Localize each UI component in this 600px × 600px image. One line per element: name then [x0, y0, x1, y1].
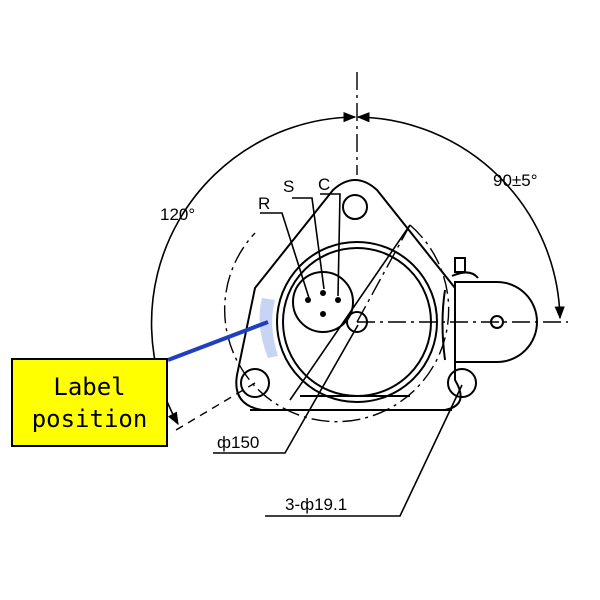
label-position-box: Label position — [11, 358, 168, 447]
hole-top — [342, 194, 368, 220]
leaders — [213, 193, 463, 517]
leader-phi150 — [213, 324, 359, 454]
bracket-tab — [454, 257, 466, 273]
pin-r — [305, 297, 311, 303]
center-lines — [356, 72, 568, 323]
angle-arcs — [150, 112, 565, 426]
terminal-pins — [305, 290, 341, 317]
label-line-1: Label — [53, 372, 126, 401]
terminal-s-text: S — [283, 177, 294, 196]
terminal-cover — [292, 271, 354, 333]
angle-120-text: 120° — [160, 205, 195, 224]
pin-c — [335, 297, 341, 303]
label-leader-blue — [167, 320, 269, 362]
holes-text: 3-ф19.1 — [285, 495, 347, 514]
leader-s — [292, 197, 325, 290]
pin-extra — [320, 311, 326, 317]
diameter-text: ф150 — [217, 433, 259, 452]
triangular-mounting-plate — [235, 179, 462, 411]
angle-90-text: 90±5° — [493, 171, 538, 190]
extension-line-left — [175, 382, 256, 431]
label-line-2: position — [31, 404, 148, 433]
leader-r — [260, 212, 310, 299]
pin-s — [320, 290, 326, 296]
compressor-body — [235, 179, 462, 411]
accumulator — [441, 257, 538, 363]
leader-c — [320, 193, 341, 297]
terminal-c-text: C — [318, 175, 330, 194]
mounting-holes — [240, 194, 477, 398]
leader-holes — [265, 384, 463, 517]
accumulator-body — [454, 281, 538, 363]
accumulator-bracket — [441, 271, 479, 361]
label-band — [259, 298, 278, 358]
center-boss — [346, 311, 368, 333]
hole-right — [447, 368, 477, 398]
diagonal-center-line — [356, 224, 411, 323]
arc-90 — [356, 112, 565, 320]
arc-120 — [150, 112, 357, 426]
shell-outer-circle — [276, 241, 438, 403]
terminal-r-text: R — [258, 194, 270, 213]
hole-left — [240, 368, 270, 398]
leader-diagonal — [289, 224, 411, 401]
accumulator-center — [490, 315, 504, 329]
